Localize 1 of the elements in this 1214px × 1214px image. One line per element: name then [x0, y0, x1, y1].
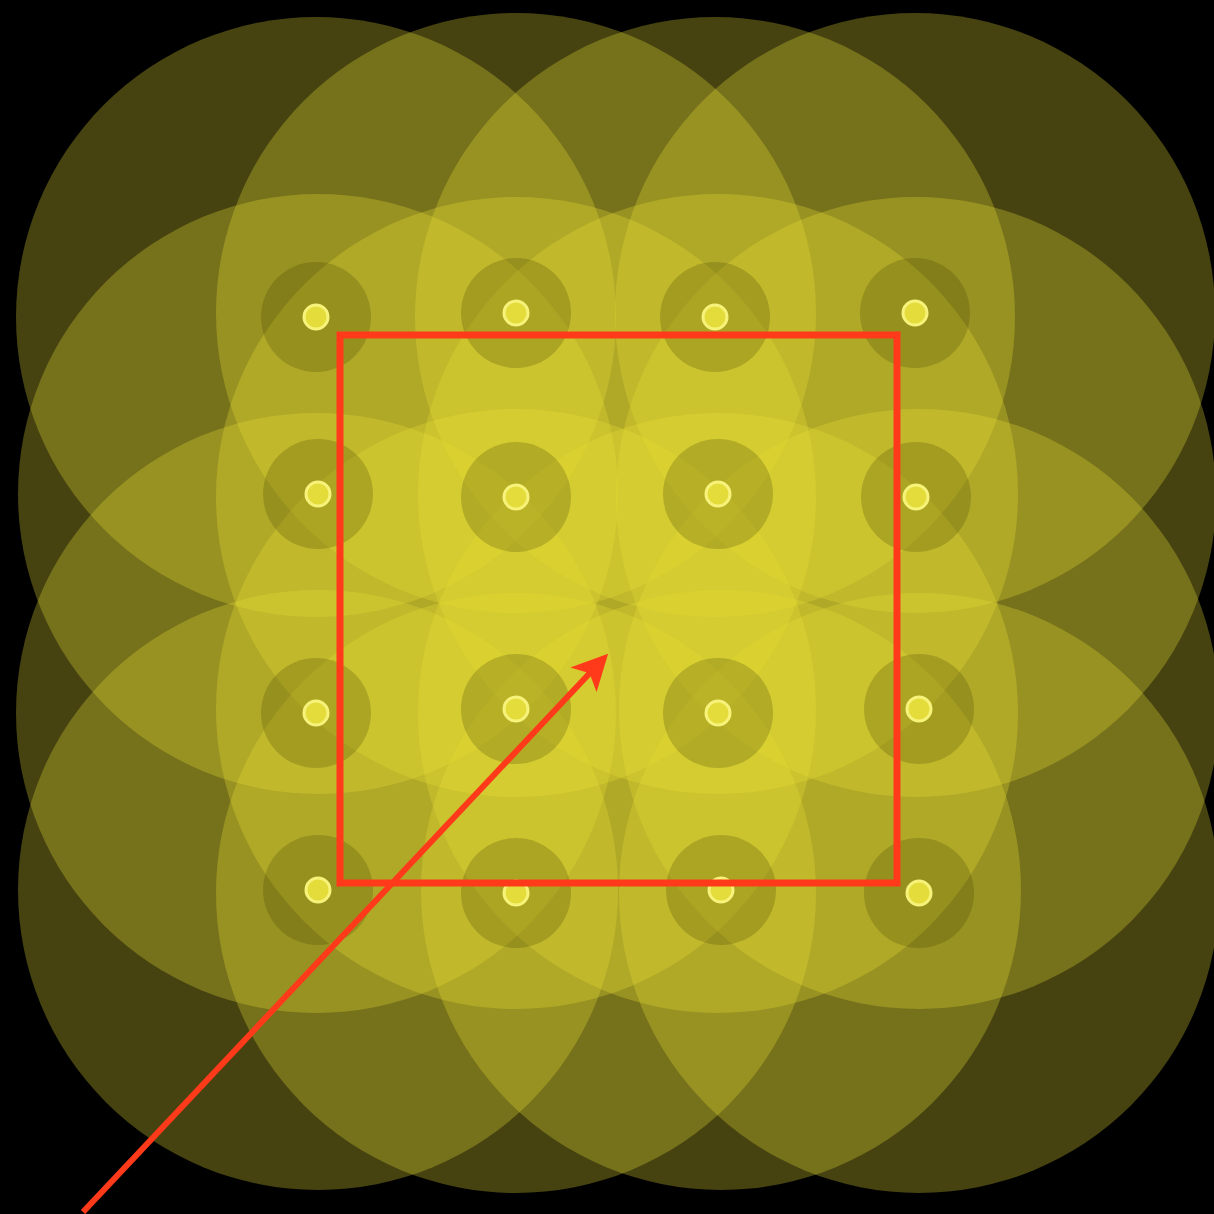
area-outline: [336, 331, 901, 887]
